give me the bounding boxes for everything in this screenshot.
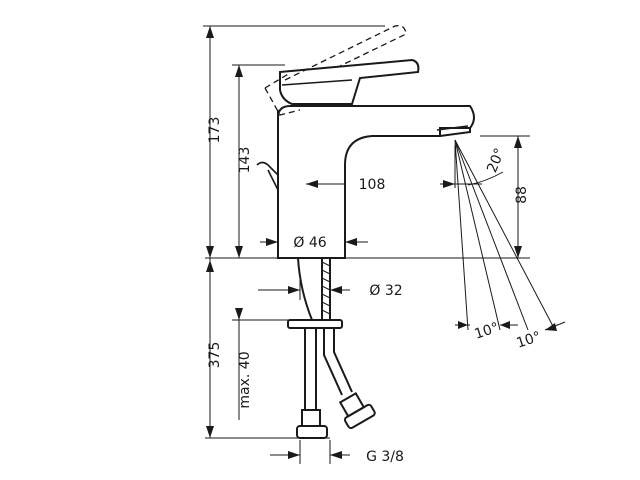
label-jet-angle-right: 10° [514,329,543,352]
dim-body-diameter: Ø 46 [260,235,368,251]
dim-spout-clearance: 88 [470,135,530,259]
dim-max-thickness: max. 40 [232,308,290,420]
label-height-total: 173 [207,117,223,144]
label-shank-diameter: Ø 32 [369,283,402,299]
label-spout-clearance: 88 [514,186,530,204]
label-hose-length: 375 [207,342,223,369]
dim-jet-angle-left: 10° [455,320,518,343]
raised-handle-outline [264,25,407,116]
jet-lines [454,139,556,331]
label-projection: 108 [359,177,386,193]
label-max-thickness: max. 40 [237,351,253,408]
dim-hose-length: 375 [205,258,330,439]
dim-projection: 108 [306,145,482,193]
dim-height-total: 173 [203,25,385,258]
dim-shank-diameter: Ø 32 [258,280,403,300]
dim-jet-angle-right: 10° [514,321,566,352]
dim-height-spout: 143 [232,64,285,258]
label-height-spout: 143 [237,147,253,174]
faucet-body [256,58,475,259]
label-jet-angle: 20° [484,146,508,175]
label-jet-angle-left: 10° [472,320,501,343]
shank-and-hoses [287,257,376,439]
label-connection: G 3/8 [366,449,404,465]
label-body-diameter: Ø 46 [293,235,326,251]
dim-connection: G 3/8 [270,440,404,465]
